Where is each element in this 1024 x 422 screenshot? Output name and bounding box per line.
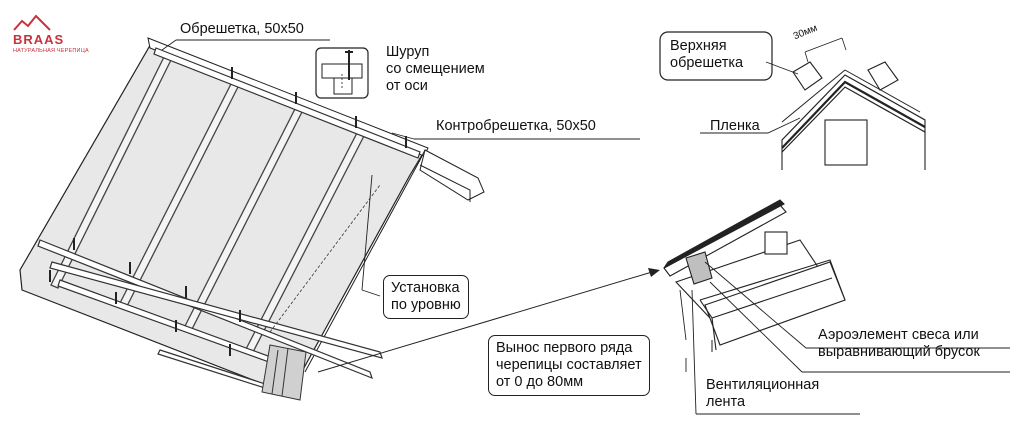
roof-slope: [19, 37, 485, 401]
callout-overhang: Вынос первого ряда черепицы составляет о…: [488, 335, 650, 396]
pointer-arrow: [317, 268, 660, 373]
leader-lines-left: [161, 39, 640, 297]
ridge-detail: [781, 37, 926, 170]
label-aero: Аэроэлемент свеса или выравнивающий брус…: [818, 327, 980, 360]
logo-mark: [13, 14, 51, 31]
logo-tagline: НАТУРАЛЬНАЯ ЧЕРЕПИЦА: [13, 48, 89, 54]
screw-detail: [315, 47, 369, 99]
callout-level: Установка по уровню: [383, 275, 469, 319]
label-counter-batten: Контробрешетка, 50x50: [436, 118, 596, 134]
logo-name: BRAAS: [13, 32, 65, 47]
label-batten: Обрешетка, 50x50: [180, 21, 304, 37]
eave-detail: [663, 199, 846, 352]
leader-lines-eave: [679, 261, 1010, 415]
label-screw: Шуруп со смещением от оси: [386, 44, 485, 94]
label-vent-tape: Вентиляционная лента: [706, 377, 820, 410]
label-film: Пленка: [710, 118, 760, 134]
label-top-batten: Верхняя обрешетка: [670, 38, 744, 71]
leader-lines-ridge: [659, 31, 801, 134]
